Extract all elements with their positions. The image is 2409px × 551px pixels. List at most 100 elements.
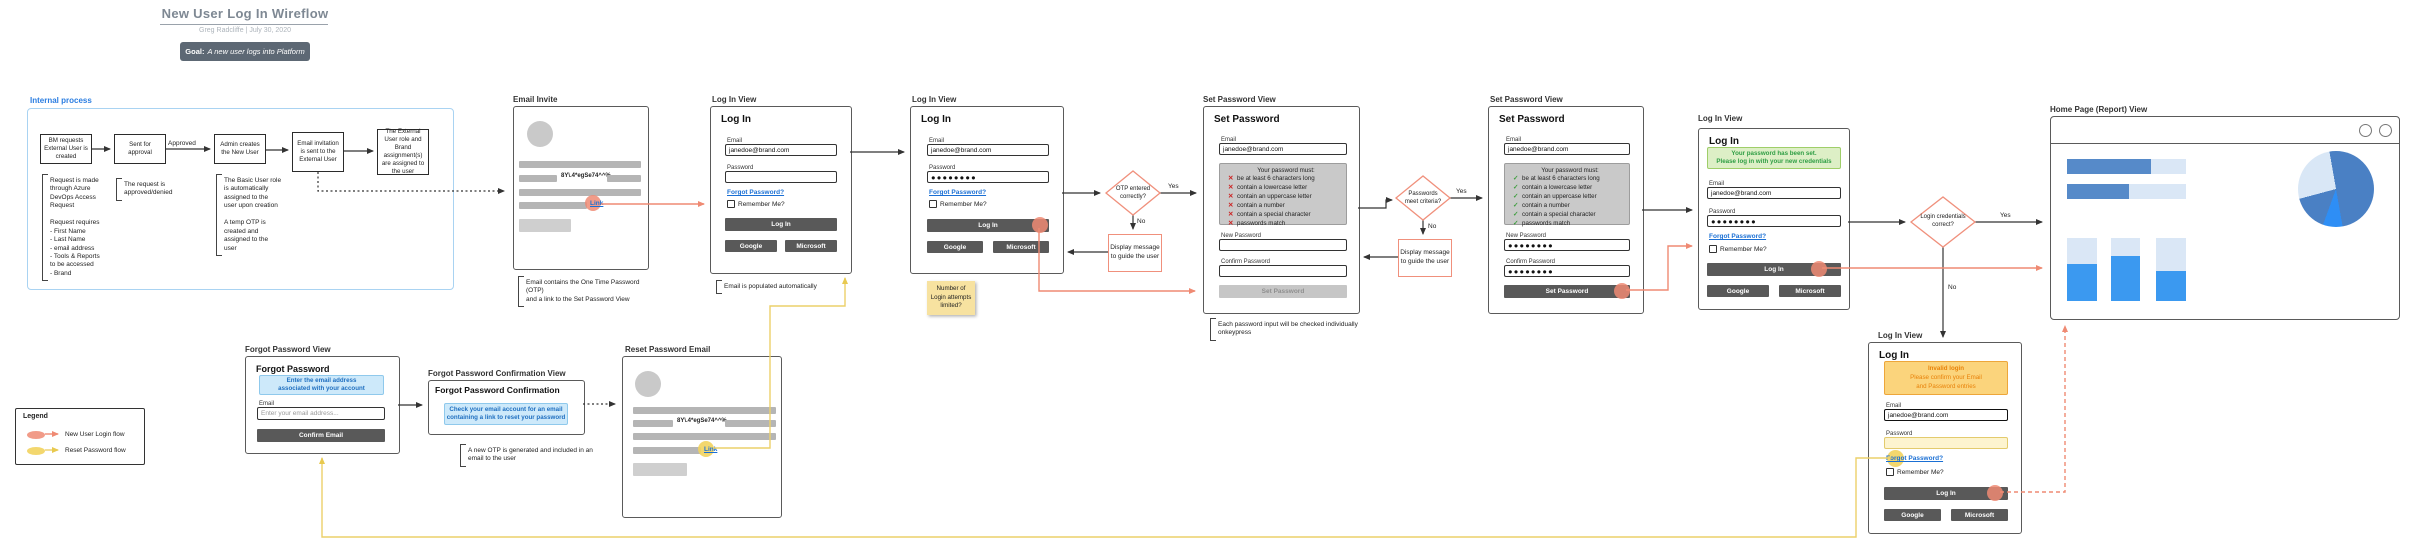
flow-highlight-circle	[1887, 450, 1904, 467]
text-placeholder	[633, 433, 776, 440]
remember-me-row[interactable]: Remember Me?	[727, 200, 785, 208]
requirement-item: contain an uppercase letter	[1237, 193, 1312, 201]
flow-highlight-circle	[1987, 485, 2003, 501]
email-input[interactable]: janedoe@brand.com	[1884, 409, 2008, 421]
confirm-password-input[interactable]	[1219, 265, 1347, 277]
email-input[interactable]: Enter your email address...	[257, 407, 385, 420]
remember-me-checkbox[interactable]	[1886, 468, 1894, 476]
text-placeholder	[633, 447, 701, 454]
text-placeholder	[519, 175, 557, 182]
email-input[interactable]: janedoe@brand.com	[725, 144, 837, 156]
new-password-input[interactable]: ●●●●●●●●	[1504, 239, 1630, 251]
requirement-item: contain a number	[1237, 202, 1285, 210]
confirm-email-button[interactable]: Confirm Email	[257, 429, 385, 442]
remember-me-row[interactable]: Remember Me?	[1886, 468, 1944, 476]
requirement-item: contain a special character	[1522, 211, 1596, 219]
microsoft-button[interactable]: Microsoft	[993, 241, 1049, 253]
x-icon: ✕	[1228, 175, 1234, 182]
text-placeholder	[519, 161, 641, 168]
avatar	[635, 371, 661, 397]
password-requirements: Your password must: ✕be at least 6 chara…	[1219, 163, 1347, 227]
login-button[interactable]: Log In	[725, 218, 837, 231]
title-underline	[160, 24, 328, 25]
password-input[interactable]	[1884, 437, 2008, 449]
email-label: Email	[259, 401, 275, 407]
process-step-1: BM requests External User is created	[40, 134, 92, 164]
yes-label: Yes	[1168, 183, 1179, 190]
no-label: No	[1137, 218, 1146, 225]
google-button[interactable]: Google	[927, 241, 983, 253]
remember-me-row[interactable]: Remember Me?	[929, 200, 987, 208]
google-button[interactable]: Google	[1707, 285, 1769, 297]
remember-me-checkbox[interactable]	[929, 200, 937, 208]
google-button[interactable]: Google	[725, 240, 777, 252]
forgot-password-link[interactable]: Forgot Password?	[727, 189, 785, 196]
set-password-link[interactable]: Link	[590, 200, 604, 207]
button-placeholder	[519, 219, 571, 232]
password-label: Password	[1709, 209, 1736, 215]
decision-otp: OTP entered correctly?	[1115, 186, 1151, 200]
google-button[interactable]: Google	[1884, 509, 1941, 521]
process-note-2: The request is approved/denied	[116, 178, 180, 201]
x-icon: ✕	[1228, 192, 1234, 200]
card-title: Log In	[721, 114, 751, 125]
new-password-input[interactable]	[1219, 239, 1347, 251]
error-banner-body: Please confirm your Email and Password e…	[1910, 374, 1982, 390]
email-input[interactable]: janedoe@brand.com	[927, 144, 1049, 156]
remember-me-row[interactable]: Remember Me?	[1709, 245, 1767, 253]
set-password-note: Each password input will be checked indi…	[1210, 318, 1364, 341]
email-input[interactable]: janedoe@brand.com	[1707, 187, 1841, 199]
password-input[interactable]	[725, 171, 837, 183]
display-message-box: Display message to guide the user	[1108, 234, 1162, 272]
password-label: Password	[1886, 431, 1913, 437]
display-message-box: Display message to guide the user	[1398, 239, 1452, 277]
decision-passwords: Passwords meet criteria?	[1404, 191, 1442, 205]
password-input[interactable]: ●●●●●●●●	[1707, 215, 1841, 227]
process-step-2: Sent for approval	[114, 134, 166, 164]
yes-label: Yes	[2000, 212, 2011, 219]
forgot-password-link[interactable]: Forgot Password?	[929, 189, 987, 196]
microsoft-button[interactable]: Microsoft	[1779, 285, 1841, 297]
microsoft-button[interactable]: Microsoft	[1951, 509, 2008, 521]
window-control-icon[interactable]	[2379, 124, 2392, 137]
legend-title: Legend	[23, 413, 48, 420]
bar-chart-column	[2111, 238, 2140, 301]
set-password-button[interactable]: Set Password	[1504, 285, 1630, 298]
email-label: Email	[1886, 403, 1902, 409]
bar-chart-column	[2067, 238, 2097, 301]
password-input[interactable]: ●●●●●●●●	[927, 171, 1049, 183]
email-input[interactable]: janedoe@brand.com	[1219, 143, 1347, 155]
remember-me-checkbox[interactable]	[727, 200, 735, 208]
remember-me-checkbox[interactable]	[1709, 245, 1717, 253]
requirements-heading: Your password must:	[1541, 167, 1599, 174]
no-label: No	[1428, 223, 1437, 230]
confirm-password-input[interactable]: ●●●●●●●●	[1504, 265, 1630, 277]
goal-chip: Goal: A new user logs into Platform	[180, 42, 310, 61]
legend-new-user-label: New User Login flow	[65, 431, 125, 438]
remember-me-label: Remember Me?	[940, 200, 987, 208]
login-button[interactable]: Log In	[1884, 487, 2008, 500]
email-label: Email	[1709, 181, 1725, 187]
set-password-link[interactable]: Link	[704, 446, 718, 453]
progress-bar-placeholder	[2067, 159, 2186, 174]
email-input[interactable]: janedoe@brand.com	[1504, 143, 1630, 155]
window-control-icon[interactable]	[2359, 124, 2372, 137]
card-title: Forgot Password Confirmation	[435, 385, 560, 395]
email-invite-label: Email Invite	[513, 95, 558, 104]
forgot-password-link[interactable]: Forgot Password?	[1886, 455, 1944, 462]
login-view-1-frame: Log In Email janedoe@brand.com Password …	[710, 106, 852, 274]
progress-bar-placeholder	[2067, 184, 2186, 199]
decision-credentials: Login credentials correct?	[1920, 214, 1966, 228]
microsoft-button[interactable]: Microsoft	[785, 240, 837, 252]
set-password-button[interactable]: Set Password	[1219, 285, 1347, 298]
byline: Greg Radcliffe | July 30, 2020	[199, 27, 291, 34]
email-invite-frame: 8Y\.4*egSe74^^% Link	[513, 106, 649, 270]
process-note-3: The Basic User role is automatically ass…	[216, 174, 284, 256]
process-note-1: Request is made through Azure DevOps Acc…	[42, 174, 106, 282]
login-button[interactable]: Log In	[927, 219, 1049, 232]
forgot-password-link[interactable]: Forgot Password?	[1709, 233, 1767, 240]
login-button[interactable]: Log In	[1707, 263, 1841, 276]
sticky-note-login-attempts: Number of Login attempts limited?	[927, 281, 975, 315]
home-page-label: Home Page (Report) View	[2050, 105, 2148, 114]
